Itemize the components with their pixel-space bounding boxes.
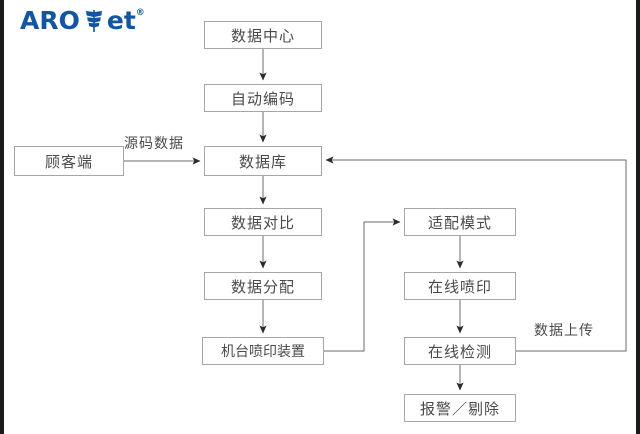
- node-alarm-reject[interactable]: 报警／剔除: [404, 394, 516, 422]
- edge-label-source-code-data: 源码数据: [124, 136, 184, 152]
- node-data-compare[interactable]: 数据对比: [204, 208, 322, 236]
- node-customer-end[interactable]: 顾客端: [14, 146, 124, 176]
- brand-name-part2: et: [106, 6, 136, 35]
- node-data-allocate[interactable]: 数据分配: [204, 272, 322, 300]
- node-online-detect[interactable]: 在线检测: [404, 337, 516, 365]
- node-online-print[interactable]: 在线喷印: [404, 272, 516, 300]
- node-machine-printing-device[interactable]: 机台喷印装置: [202, 337, 324, 365]
- node-auto-encode[interactable]: 自动编码: [204, 84, 322, 112]
- brand-name-part1: ARO: [20, 6, 80, 35]
- node-adapt-mode[interactable]: 适配模式: [404, 208, 516, 236]
- brand-logo: ARO et ®: [20, 6, 145, 38]
- edge-label-data-upload: 数据上传: [534, 323, 594, 339]
- node-data-center[interactable]: 数据中心: [204, 21, 322, 49]
- wheat-leaf-icon: [82, 8, 106, 34]
- node-database[interactable]: 数据库: [204, 146, 322, 176]
- connector-layer: [124, 49, 627, 391]
- registered-trademark-icon: ®: [135, 8, 145, 18]
- edge-online-detect-to-database-feedback: [325, 156, 627, 352]
- edge-machine-print-to-adapt-mode: [324, 218, 401, 352]
